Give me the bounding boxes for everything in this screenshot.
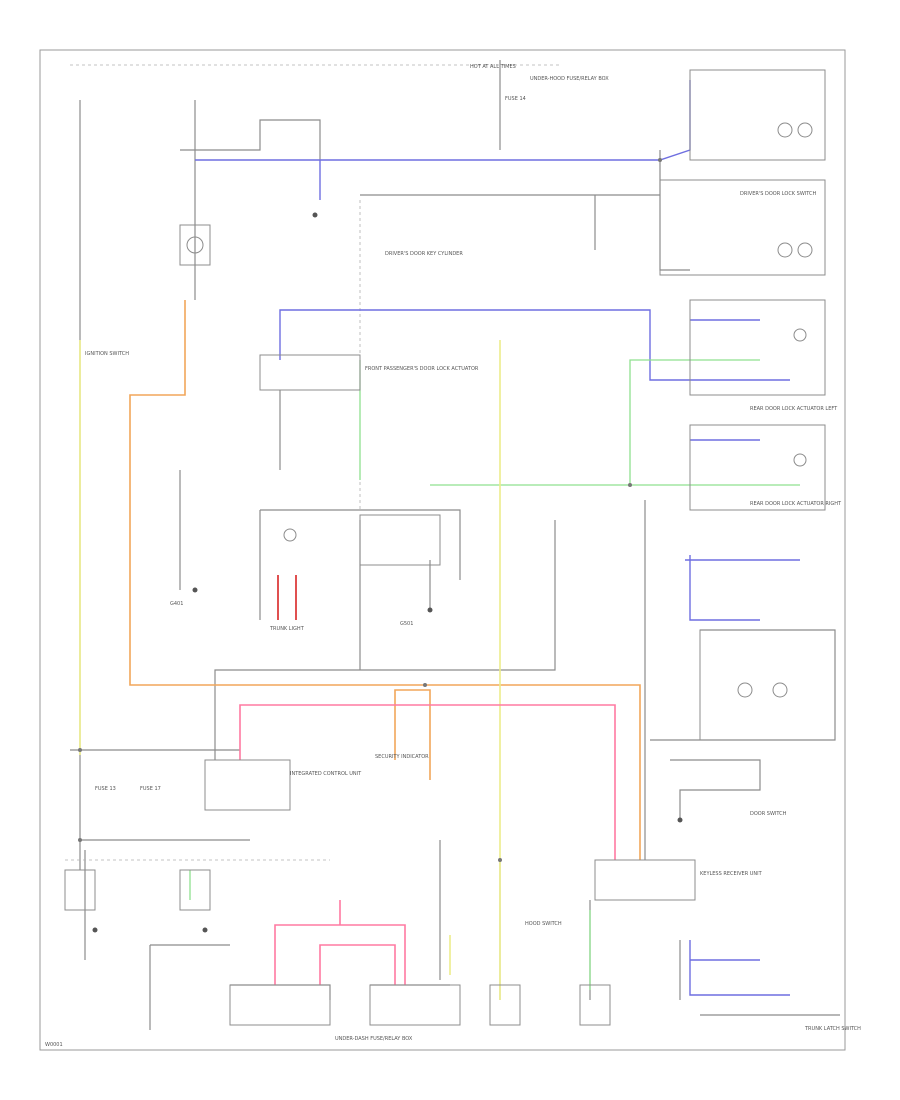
dashed-lines [65,64,560,861]
label-ground-g501: G501 [400,621,413,627]
gray-wires [70,60,840,1030]
label-dash-fuse-box: UNDER-DASH FUSE/RELAY BOX [335,1036,413,1042]
label-fuse-a: FUSE 13 [95,786,116,792]
component-labels: HOT AT ALL TIMES FUSE 14 UNDER-HOOD FUSE… [45,64,861,1048]
colored-wires [79,80,800,1000]
label-trunk-switch: TRUNK LATCH SWITCH [804,1026,861,1032]
label-fuse-b: FUSE 17 [140,786,161,792]
label-ground-g401: G401 [170,601,183,607]
label-trunk-light: TRUNK LIGHT [269,626,305,632]
label-hood-switch: HOOD SWITCH [525,921,562,927]
label-drivers-door-key: DRIVER'S DOOR KEY CYLINDER [385,251,463,257]
label-page-id: W0001 [45,1042,63,1048]
label-security-indicator: SECURITY INDICATOR [375,754,429,760]
label-top-source: HOT AT ALL TIMES [470,64,516,70]
label-left-rear-lock: REAR DOOR LOCK ACTUATOR LEFT [750,406,838,412]
label-passenger-door-lock: FRONT PASSENGER'S DOOR LOCK ACTUATOR [365,366,479,372]
label-power-relay: UNDER-HOOD FUSE/RELAY BOX [530,76,609,82]
components [64,69,836,1026]
label-drivers-door-lock: DRIVER'S DOOR LOCK SWITCH [740,191,817,197]
label-keyless-unit: KEYLESS RECEIVER UNIT [700,871,763,877]
label-top-fuse: FUSE 14 [505,96,526,102]
label-right-rear-lock: REAR DOOR LOCK ACTUATOR RIGHT [750,501,842,507]
label-ignition-switch: IGNITION SWITCH [85,351,129,357]
label-door-switch: DOOR SWITCH [750,811,787,817]
label-integrated-unit: INTEGRATED CONTROL UNIT [290,771,362,777]
diagram-frame [39,49,846,1051]
